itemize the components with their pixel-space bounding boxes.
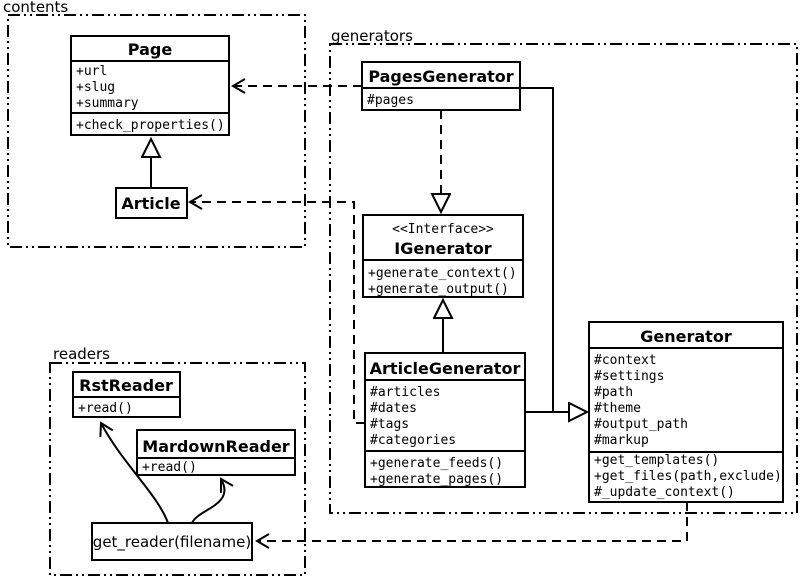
class-generator-box xyxy=(588,321,784,503)
package-contents: contents xyxy=(3,0,306,248)
dependency-generator-to-getreader xyxy=(255,502,688,549)
interface-igenerator-title: IGenerator xyxy=(394,239,492,258)
attribute: #tags xyxy=(370,417,409,432)
class-page: Page +url +slug +summary +check_properti… xyxy=(70,35,230,136)
attribute: #path xyxy=(594,385,633,400)
class-page-box xyxy=(70,35,230,136)
node-getreader: get_reader(filename) xyxy=(91,522,253,561)
method: +generate_pages() xyxy=(370,472,503,487)
class-mardownreader: MardownReader +read() xyxy=(136,429,296,476)
package-readers-label: readers xyxy=(53,345,110,363)
class-rstreader: RstReader +read() xyxy=(72,371,181,418)
class-articlegenerator-title: ArticleGenerator xyxy=(370,359,521,378)
class-generator-title: Generator xyxy=(640,327,732,346)
package-generators-border xyxy=(329,43,798,514)
attribute: +url xyxy=(76,64,107,79)
method: +read() xyxy=(142,460,197,475)
node-getreader-label: get_reader(filename) xyxy=(93,533,251,552)
attribute: #context xyxy=(594,353,657,368)
package-contents-label: contents xyxy=(3,0,68,16)
arrow-getreader-to-rstreader xyxy=(99,421,169,524)
package-readers: readers xyxy=(49,345,306,576)
class-articlegenerator: ArticleGenerator #articles #dates #tags … xyxy=(364,352,526,488)
attribute: +summary xyxy=(76,96,139,111)
attribute: #pages xyxy=(367,93,414,108)
method: +get_templates() xyxy=(594,453,719,468)
method: +generate_output() xyxy=(368,282,509,297)
method: +generate_feeds() xyxy=(370,456,503,471)
generalization-pagesgenerator-to-generator xyxy=(520,87,587,412)
class-page-title: Page xyxy=(128,40,173,59)
class-pagesgenerator-box xyxy=(361,61,521,111)
class-pagesgenerator-title: PagesGenerator xyxy=(368,67,513,86)
node-getreader-box xyxy=(91,522,253,561)
attribute: #categories xyxy=(370,433,456,448)
attribute: +slug xyxy=(76,80,115,95)
package-generators-label: generators xyxy=(331,27,413,45)
class-pagesgenerator: PagesGenerator #pages xyxy=(361,61,521,111)
method: +read() xyxy=(78,401,133,416)
attribute: #dates xyxy=(370,401,417,416)
arrow-getreader-to-mardownreader xyxy=(191,477,234,524)
class-article: Article xyxy=(115,187,188,219)
class-article-box xyxy=(115,187,188,219)
attribute: #articles xyxy=(370,385,440,400)
class-articlegenerator-box xyxy=(364,352,526,488)
package-readers-border xyxy=(49,362,306,576)
package-generators: generators xyxy=(329,27,798,514)
interface-igenerator-box xyxy=(362,214,524,298)
attribute: #settings xyxy=(594,369,664,384)
attribute: #theme xyxy=(594,401,641,416)
class-rstreader-title: RstReader xyxy=(79,376,173,395)
class-generator: Generator #context #settings #path #them… xyxy=(588,321,784,503)
package-contents-border xyxy=(7,14,306,248)
method: +get_files(path,exclude) xyxy=(594,469,782,484)
dependency-articlegenerator-to-article xyxy=(188,194,365,424)
class-mardownreader-title: MardownReader xyxy=(142,437,290,456)
method: +generate_context() xyxy=(368,266,517,281)
attribute: #markup xyxy=(594,433,649,448)
class-article-title: Article xyxy=(121,194,180,213)
interface-igenerator: <<Interface>> IGenerator +generate_conte… xyxy=(362,214,524,298)
interface-stereotype: <<Interface>> xyxy=(392,222,494,237)
class-mardownreader-box xyxy=(136,429,296,476)
class-rstreader-box xyxy=(72,371,181,418)
method: +check_properties() xyxy=(76,118,225,133)
method: #_update_context() xyxy=(594,485,735,500)
attribute: #output_path xyxy=(594,417,688,432)
